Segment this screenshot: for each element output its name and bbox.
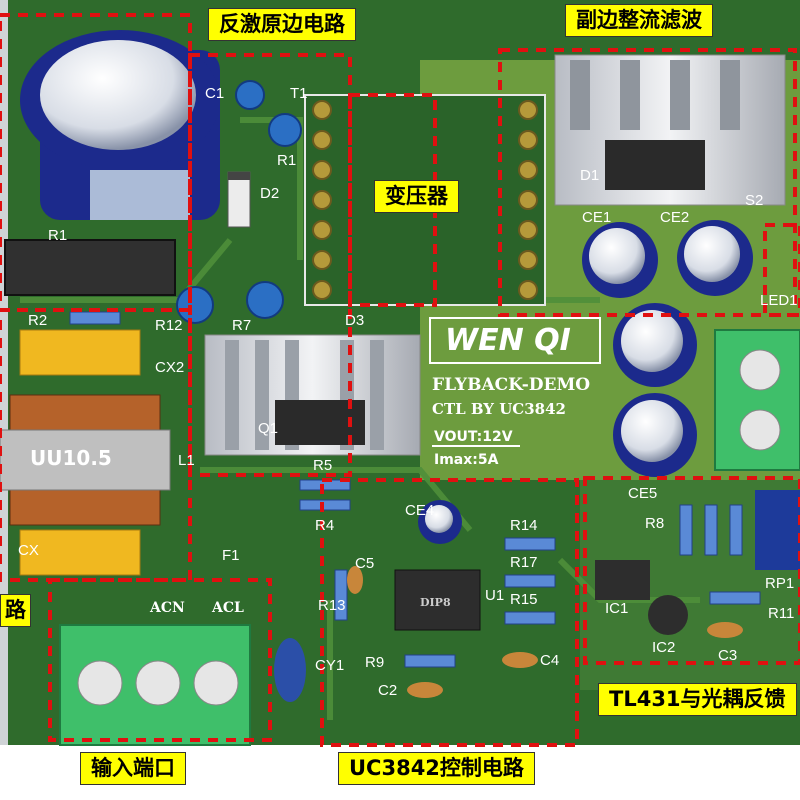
designator-c3: C3 bbox=[718, 647, 737, 664]
designator-d3: D3 bbox=[345, 312, 364, 329]
designator-r11: R11 bbox=[768, 605, 794, 622]
designators: C1 T1 R1 D2 R1 R2 R12 R7 D3 CX2 CX L1 Q1… bbox=[18, 85, 798, 699]
ic-uc3842 bbox=[394, 569, 481, 631]
designator-c1: C1 bbox=[205, 85, 224, 102]
silkscreen-text: WEN QI FLYBACK-DEMO CTL BY UC3842 VOUT:1… bbox=[30, 323, 590, 616]
designator-rp1: RP1 bbox=[765, 575, 794, 592]
designator-d2: D2 bbox=[260, 185, 279, 202]
designator-r12: R12 bbox=[155, 317, 183, 334]
designator-c4: C4 bbox=[540, 652, 559, 669]
designator-r5: R5 bbox=[313, 457, 332, 474]
designator-f1: F1 bbox=[222, 547, 240, 564]
trimmer-rp1 bbox=[755, 490, 800, 570]
box-feedback bbox=[583, 476, 800, 665]
brand-frame bbox=[429, 317, 601, 364]
box-secondary bbox=[498, 48, 797, 317]
output-capacitors bbox=[418, 220, 753, 544]
designator-cx: CX bbox=[18, 542, 39, 559]
label-secondary-rectifier: 副边整流滤波 bbox=[565, 4, 713, 38]
designator-led1: LED1 bbox=[760, 292, 798, 309]
input-terminal bbox=[59, 624, 251, 746]
small-capacitors bbox=[176, 80, 302, 324]
ic-optocoupler bbox=[595, 560, 650, 600]
resistors bbox=[69, 311, 761, 668]
box-topleft bbox=[0, 13, 192, 312]
designator-r2: R2 bbox=[28, 312, 47, 329]
designator-l1: L1 bbox=[178, 452, 195, 469]
resistor-r1-block bbox=[4, 239, 176, 296]
designator-r9: R9 bbox=[365, 654, 384, 671]
label-input-port: 输入端口 bbox=[80, 752, 186, 786]
designator-ce1: CE1 bbox=[582, 209, 611, 226]
ic-tl431 bbox=[648, 595, 688, 635]
pin-acn: ACN bbox=[149, 600, 185, 616]
designator-u1: U1 bbox=[485, 587, 504, 604]
designator-r14: R14 bbox=[510, 517, 538, 534]
imax-text: Imax:5A bbox=[434, 452, 499, 468]
designator-r17: R17 bbox=[510, 554, 538, 571]
designator-r7: R7 bbox=[232, 317, 251, 334]
board-left-strip bbox=[0, 0, 8, 745]
output-terminal bbox=[714, 329, 800, 471]
bulk-capacitor bbox=[20, 30, 220, 220]
designator-r1: R1 bbox=[277, 152, 296, 169]
box-control bbox=[320, 478, 579, 747]
ctl-text: CTL BY UC3842 bbox=[432, 400, 566, 418]
pin-acl: ACL bbox=[211, 600, 244, 616]
heatsink-q1 bbox=[204, 334, 421, 456]
designator-ce5: CE5 bbox=[628, 485, 657, 502]
designator-r15: R15 bbox=[510, 591, 538, 608]
region-boxes bbox=[0, 13, 800, 747]
label-primary-circuit: 反激原边电路 bbox=[208, 8, 356, 42]
y-capacitor bbox=[274, 638, 306, 702]
inductor-text: UU10.5 bbox=[30, 446, 112, 470]
designator-q1: Q1 bbox=[258, 420, 278, 437]
box-output bbox=[763, 223, 800, 317]
designator-ic2: IC2 bbox=[652, 639, 675, 656]
designator-t1: T1 bbox=[290, 85, 308, 102]
diode-d2 bbox=[227, 171, 251, 228]
designator-ce2: CE2 bbox=[660, 209, 689, 226]
vout-text: VOUT:12V bbox=[434, 429, 513, 445]
label-left-partial: 路 bbox=[0, 594, 31, 628]
heatsink-d1 bbox=[554, 54, 786, 206]
designator-r13: R13 bbox=[318, 597, 346, 614]
designator-r8: R8 bbox=[645, 515, 664, 532]
label-feedback: TL431与光耦反馈 bbox=[598, 683, 797, 717]
designator-c2: C2 bbox=[378, 682, 397, 699]
designator-cx2: CX2 bbox=[155, 359, 184, 376]
designator-r1b: R1 bbox=[48, 227, 67, 244]
designator-cy1: CY1 bbox=[315, 657, 344, 674]
label-transformer: 变压器 bbox=[374, 180, 459, 214]
label-control-circuit: UC3842控制电路 bbox=[338, 752, 535, 786]
input-filter bbox=[0, 329, 171, 576]
designator-d1: D1 bbox=[580, 167, 599, 184]
ceramic-caps bbox=[347, 566, 743, 698]
ic-chip-text: DIP8 bbox=[420, 596, 451, 609]
designator-c5: C5 bbox=[355, 555, 374, 572]
designator-ic1: IC1 bbox=[605, 600, 628, 617]
brand-text: WEN QI bbox=[445, 323, 571, 358]
designator-s2: S2 bbox=[745, 192, 763, 209]
designator-r4: R4 bbox=[315, 517, 334, 534]
designator-ce4: CE4 bbox=[405, 502, 434, 519]
flyback-demo-text: FLYBACK-DEMO bbox=[432, 375, 590, 395]
